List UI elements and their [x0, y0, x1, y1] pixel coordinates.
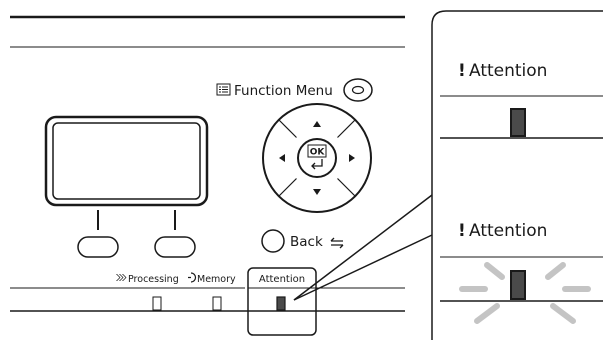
memory-label: Memory [197, 274, 236, 285]
left-arrow-icon [279, 154, 285, 162]
processing-icon [116, 274, 127, 281]
navigation-pad [262, 103, 372, 213]
function-menu-label: Function Menu [234, 83, 333, 99]
callout-top-title: Attention [469, 61, 547, 81]
nav-right-button[interactable] [349, 154, 355, 162]
back-label: Back [290, 234, 323, 250]
right-arrow-icon [349, 154, 355, 162]
attention-led [276, 296, 286, 311]
nav-down-button[interactable] [313, 189, 321, 195]
processing-label: Processing [128, 274, 179, 285]
lcd-display [44, 115, 209, 207]
blink-rays [459, 262, 591, 324]
function-menu-icon [216, 83, 231, 96]
callout-pointer [293, 194, 433, 301]
processing-led [152, 296, 162, 311]
back-arrow-icon [330, 237, 344, 249]
callout-panel [431, 10, 603, 340]
attention-exclamation-top: ! [458, 61, 466, 81]
nav-up-button[interactable] [313, 121, 321, 127]
left-soft-key[interactable] [77, 210, 119, 258]
ok-button[interactable]: OK [297, 138, 337, 178]
nav-left-button[interactable] [279, 154, 285, 162]
circle-button-icon [351, 85, 365, 95]
down-arrow-icon [313, 189, 321, 195]
attention-label: Attention [259, 274, 305, 285]
callout-bottom-title: Attention [469, 221, 547, 241]
panel-frame [10, 15, 405, 312]
ok-label: OK [310, 148, 326, 158]
memory-icon [188, 272, 197, 283]
enter-icon [311, 159, 323, 170]
attention-exclamation-bottom: ! [458, 221, 466, 241]
memory-led [212, 296, 222, 311]
callout-bottom-led [510, 270, 526, 300]
up-arrow-icon [313, 121, 321, 127]
callout-top-led [510, 108, 526, 137]
right-soft-key[interactable] [154, 210, 196, 258]
function-menu-button[interactable] [343, 78, 373, 102]
back-button[interactable] [261, 229, 285, 253]
